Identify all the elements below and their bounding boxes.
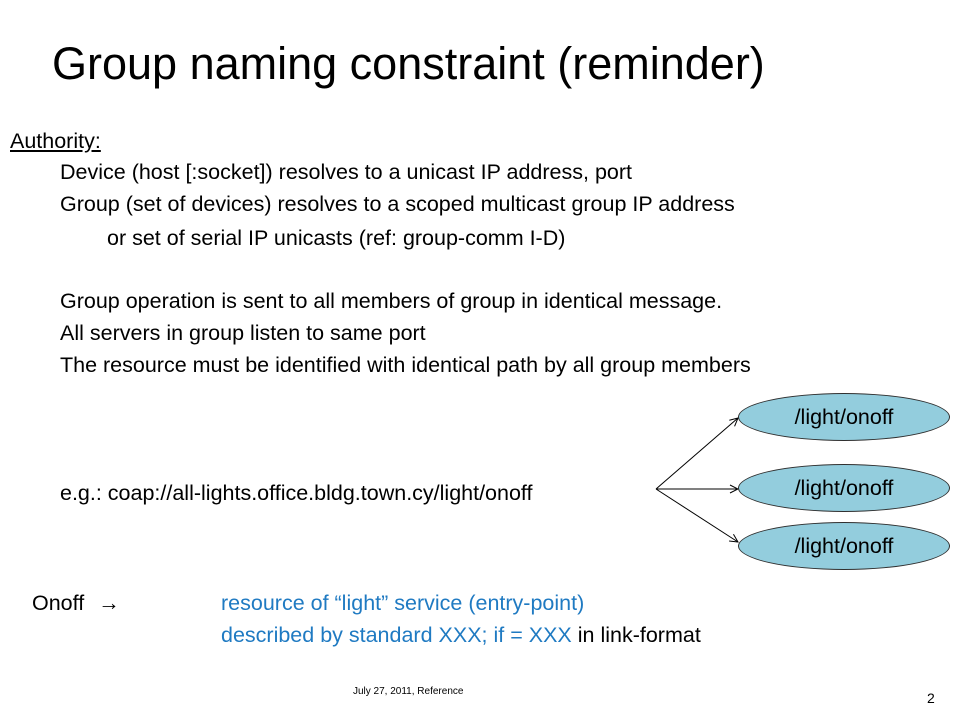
target-label-3: /light/onoff <box>794 533 894 558</box>
onoff-standard-text: described by standard XXX; if = XXX <box>221 623 572 647</box>
onoff-link-format-text: in link-format <box>571 623 701 647</box>
footer-text: July 27, 2011, Reference <box>353 686 464 697</box>
target-ellipse-1: /light/onoff <box>738 393 950 441</box>
page-number: 2 <box>927 690 935 706</box>
onoff-term: Onoff <box>32 591 85 615</box>
target-ellipse-3: /light/onoff <box>738 522 950 570</box>
device-line: Device (host [:socket]) resolves to a un… <box>60 160 632 184</box>
target-label-2: /light/onoff <box>794 475 894 500</box>
group-line-continued: or set of serial IP unicasts (ref: group… <box>107 226 566 250</box>
arrow-to-target-1 <box>655 418 738 490</box>
group-operation-line: Group operation is sent to all members o… <box>60 289 723 313</box>
group-line: Group (set of devices) resolves to a sco… <box>60 192 735 216</box>
resource-path-line: The resource must be identified with ide… <box>60 353 751 377</box>
onoff-description-1: resource of “light” service (entry-point… <box>221 591 585 615</box>
target-ellipse-2: /light/onoff <box>738 464 950 512</box>
onoff-description-2: described by standard XXX; if = XXX in l… <box>221 622 701 648</box>
servers-port-line: All servers in group listen to same port <box>60 321 426 345</box>
example-uri: e.g.: coap://all-lights.office.bldg.town… <box>60 481 533 505</box>
authority-heading: Authority: <box>10 129 101 153</box>
arrow-to-target-3 <box>655 488 738 542</box>
right-arrow-icon: → <box>98 591 120 615</box>
target-label-1: /light/onoff <box>794 404 894 429</box>
slide-title: Group naming constraint (reminder) <box>52 38 765 89</box>
onoff-label: Onoff → <box>32 590 120 616</box>
